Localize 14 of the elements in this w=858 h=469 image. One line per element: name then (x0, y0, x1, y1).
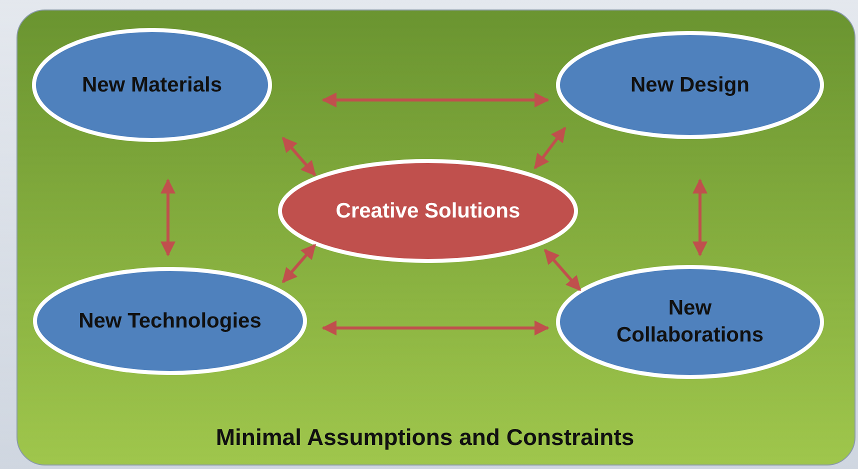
node-label: Creative Solutions (334, 198, 522, 224)
double-arrow (282, 136, 316, 176)
node-label: New Collaborations (615, 296, 764, 349)
double-arrow (322, 320, 550, 336)
double-arrow (160, 178, 176, 256)
node-label: New Design (629, 72, 750, 98)
double-arrow (282, 244, 316, 284)
double-arrow (544, 248, 582, 292)
node-label: New Technologies (78, 308, 262, 334)
double-arrow (534, 126, 566, 170)
double-arrow (692, 178, 708, 256)
node-label: New Materials (80, 72, 224, 98)
double-arrow (322, 92, 550, 108)
panel-heading: Minimal Assumptions and Constraints (214, 423, 636, 452)
